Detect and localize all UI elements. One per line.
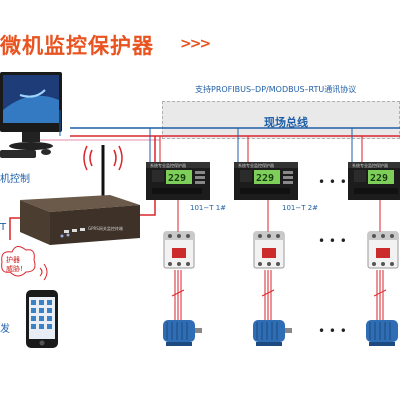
- gateway-label: GPRS网关监控终端: [88, 225, 123, 231]
- contactor-icon-1: [163, 231, 195, 269]
- title-arrows: >>>: [180, 36, 211, 52]
- contactor-icon-3: [367, 231, 399, 269]
- cloud-line-1: 护器: [6, 256, 20, 264]
- protector-1-display: 229: [168, 173, 186, 184]
- protector-device-1: 系统专业监控保护器 229: [146, 162, 210, 200]
- protector-2-tag: 101−T 2#: [282, 204, 318, 212]
- motor-icon-3: [366, 320, 398, 346]
- protector-2-header: 系统专业监控保护器: [238, 162, 274, 168]
- ellipsis-middle: • • •: [318, 234, 347, 248]
- left-edge-bottom-char: 发: [0, 324, 10, 335]
- field-bus-box: [162, 101, 400, 139]
- pc-control-label: 机控制: [0, 174, 30, 185]
- keyboard-icon: [0, 149, 51, 158]
- alert-cloud-icon: [1, 246, 36, 277]
- left-edge-t: T: [0, 222, 7, 233]
- motor-icon-1: [163, 320, 202, 346]
- cloud-line-2: 威胁!: [6, 265, 23, 273]
- monitor-icon: [0, 72, 62, 150]
- protector-2-display: 229: [256, 173, 274, 184]
- protector-3-header: 系统专业监控保护器: [352, 162, 388, 168]
- page-title: 微机监控保护器: [0, 34, 154, 58]
- protector-device-3: 系统专业监控保护器 229: [348, 162, 400, 200]
- ellipsis-bottom: • • •: [318, 324, 347, 338]
- contactor-icon-2: [253, 231, 285, 269]
- wireless-waves-icon: [39, 263, 48, 281]
- ellipsis-top: • • •: [318, 175, 347, 189]
- field-bus-label: 现场总线: [264, 116, 308, 129]
- protector-1-header: 系统专业监控保护器: [150, 162, 186, 168]
- protector-3-display: 229: [370, 173, 388, 184]
- gateway-device: GPRS网关监控终端: [20, 195, 140, 245]
- protocol-text: 支持PROFIBUS–DP/MODBUS–RTU通讯协议: [195, 85, 357, 94]
- motor-icon-2: [253, 320, 292, 346]
- protector-device-2: 系统专业监控保护器 229: [234, 162, 298, 200]
- protector-1-tag: 101−T 1#: [190, 204, 226, 212]
- antenna-icon: [83, 145, 123, 198]
- phone-icon: [26, 290, 58, 348]
